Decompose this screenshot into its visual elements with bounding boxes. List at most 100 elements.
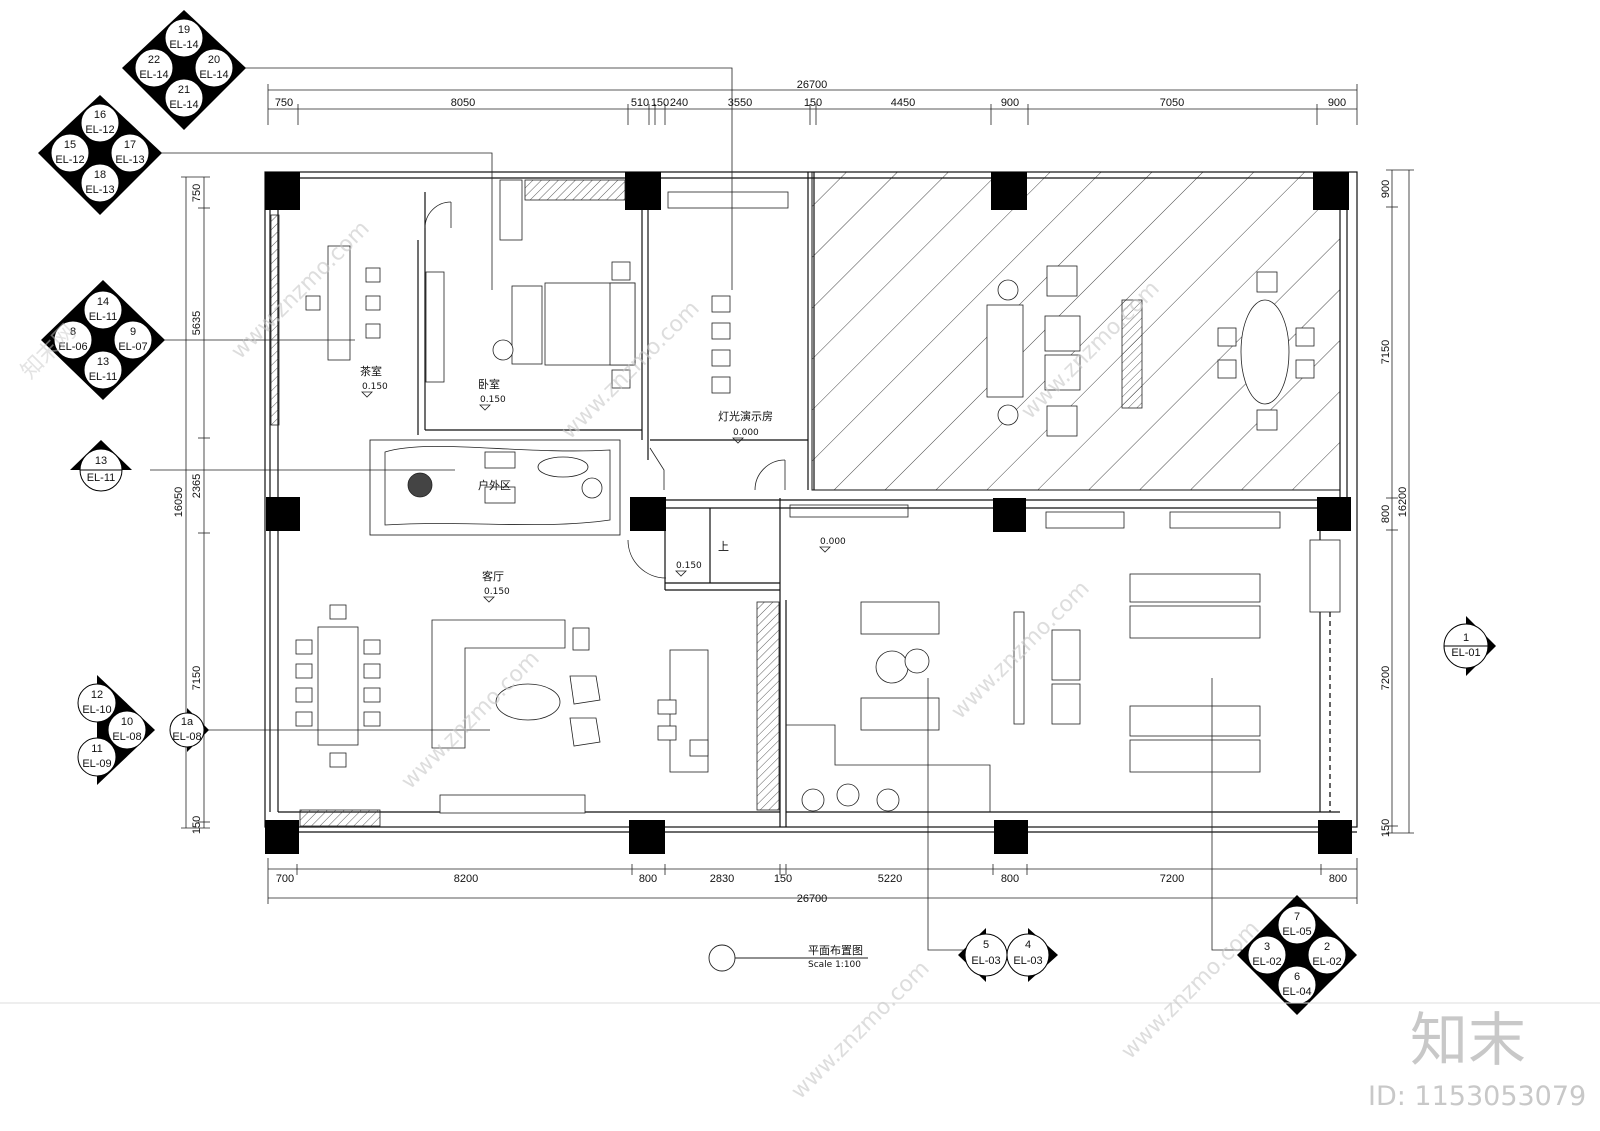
tag-d-sheet: EL-11 (87, 472, 116, 484)
dim-top-5: 3550 (728, 97, 752, 109)
watermark-brand: 知末 (1410, 1006, 1526, 1074)
tag-c-bottom-sheet: EL-11 (89, 371, 118, 383)
tag-c-top-num: 14 (97, 296, 109, 308)
tag-b-right-num: 17 (124, 139, 136, 151)
watermark: 知末 ID: 1153053079 www.znzmo.com www.znzm… (17, 216, 1587, 1112)
tag-b-right-sheet: EL-13 (115, 154, 144, 166)
tag-h-bottom-num: 6 (1294, 971, 1300, 983)
tag-h-top-num: 7 (1294, 911, 1300, 923)
tag-a-right-num: 20 (208, 54, 220, 66)
tag-b-left-sheet: EL-12 (55, 154, 84, 166)
tag-b-left-num: 15 (64, 139, 76, 151)
room-labels: 茶室 0.150 卧室 0.150 灯光演示房 0.000 户外区 客厅 0.1… (360, 364, 846, 597)
corridor-up-label: 上 (718, 540, 729, 553)
room-outdoor-name: 户外区 (478, 478, 511, 492)
room-lighting-name: 灯光演示房 (718, 409, 773, 423)
tag-a-bottom-num: 21 (178, 84, 190, 96)
room-bedroom-name: 卧室 (478, 377, 500, 391)
tag-g-left-sheet: EL-03 (971, 955, 1000, 967)
dim-left-2: 2365 (191, 474, 203, 498)
room-living-level: 0.150 (484, 587, 510, 597)
dim-top-9: 7050 (1160, 97, 1184, 109)
dim-overall-bottom: 26700 (797, 893, 828, 905)
tag-f-num: 1 (1463, 632, 1469, 644)
tag-g-left-num: 5 (983, 939, 989, 951)
dim-right-2: 800 (1380, 505, 1392, 523)
tag-d-num: 13 (95, 455, 107, 467)
dim-overall-top: 26700 (797, 79, 828, 91)
tag-e-top-sheet: EL-10 (82, 704, 111, 716)
drawing-scale: Scale 1:100 (808, 960, 861, 970)
tag-c-bottom-num: 13 (97, 356, 109, 368)
tag-a-top-sheet: EL-14 (169, 39, 198, 51)
dim-bottom-0: 700 (276, 873, 294, 885)
tag-c-right-num: 9 (130, 326, 136, 338)
room-tea-name: 茶室 (360, 364, 382, 378)
tag-g-right-num: 4 (1025, 939, 1031, 951)
room-tea-level: 0.150 (362, 382, 388, 392)
dim-overall-right: 16200 (1397, 487, 1409, 518)
dim-bottom-6: 800 (1001, 873, 1019, 885)
tag-f-sheet: EL-01 (1451, 647, 1480, 659)
level-markers (361, 391, 831, 603)
elevation-tag-group-h: 7 EL-05 3 EL-02 2 EL-02 6 EL-04 (1237, 895, 1357, 1015)
watermark-id: ID: 1153053079 (1368, 1081, 1586, 1112)
tag-h-right-sheet: EL-02 (1312, 956, 1341, 968)
watermark-site-6: www.znzmo.com (1117, 916, 1265, 1064)
dimension-lines (181, 84, 1414, 904)
dim-bottom-4: 150 (774, 873, 792, 885)
watermark-site-4: www.znzmo.com (397, 646, 545, 794)
tag-b-bottom-num: 18 (94, 169, 106, 181)
dim-top-4: 240 (670, 97, 688, 109)
tag-a-bottom-sheet: EL-14 (169, 99, 198, 111)
dim-left-1: 5635 (191, 311, 203, 335)
dim-right-3: 7200 (1380, 666, 1392, 690)
dim-bottom-3: 2830 (710, 873, 734, 885)
tag-c-top-sheet: EL-11 (89, 311, 118, 323)
tag-g-right-sheet: EL-03 (1013, 955, 1042, 967)
doors (424, 201, 786, 579)
dim-top-8: 900 (1001, 97, 1019, 109)
dim-top-1: 8050 (451, 97, 475, 109)
tag-e-extra-sheet: EL-08 (172, 731, 201, 743)
drawing-title: 平面布置图 (808, 944, 863, 957)
tag-c-left-num: 8 (70, 326, 76, 338)
dim-bottom-7: 7200 (1160, 873, 1184, 885)
elevation-tag-d: 13 EL-11 (70, 440, 132, 492)
tag-e-right-num: 10 (121, 716, 133, 728)
dim-right-0: 900 (1380, 180, 1392, 198)
dim-right-1: 7150 (1380, 340, 1392, 364)
tag-h-left-num: 3 (1264, 941, 1270, 953)
tag-b-bottom-sheet: EL-13 (85, 184, 114, 196)
dim-top-3: 150 (651, 97, 669, 109)
tag-b-top-sheet: EL-12 (85, 124, 114, 136)
elevation-tag-group-g: 5 EL-03 4 EL-03 (958, 928, 1058, 982)
room-lighting-level: 0.000 (733, 428, 759, 438)
leader-lines (150, 67, 1242, 951)
dim-right-4: 150 (1380, 819, 1392, 837)
dim-top-2: 510 (631, 97, 649, 109)
tag-h-top-sheet: EL-05 (1282, 926, 1311, 938)
tag-h-left-sheet: EL-02 (1252, 956, 1281, 968)
tag-c-right-sheet: EL-07 (118, 341, 147, 353)
dim-top-0: 750 (275, 97, 293, 109)
room-bedroom-level: 0.150 (480, 395, 506, 405)
furniture (270, 179, 1341, 827)
dim-left-4: 150 (191, 816, 203, 834)
elevation-tag-group-c: 14 EL-11 8 EL-06 9 EL-07 13 EL-11 (41, 280, 165, 400)
watermark-site-1: www.znzmo.com (227, 216, 375, 364)
tag-b-top-num: 16 (94, 109, 106, 121)
tag-a-right-sheet: EL-14 (199, 69, 228, 81)
dim-bottom-2: 800 (639, 873, 657, 885)
dim-left-3: 7150 (191, 666, 203, 690)
dim-left-0: 750 (191, 184, 203, 202)
elevation-tag-group-b: 16 EL-12 15 EL-12 17 EL-13 18 EL-13 (38, 95, 162, 215)
tag-h-right-num: 2 (1324, 941, 1330, 953)
elevation-tag-group-a: 19 EL-14 22 EL-14 20 EL-14 21 EL-14 (122, 10, 246, 130)
tag-a-left-sheet: EL-14 (139, 69, 168, 81)
columns (265, 172, 1352, 854)
dim-top-7: 4450 (891, 97, 915, 109)
tag-a-left-num: 22 (148, 54, 160, 66)
tag-e-top-num: 12 (91, 689, 103, 701)
tag-e-bottom-num: 11 (91, 743, 102, 755)
